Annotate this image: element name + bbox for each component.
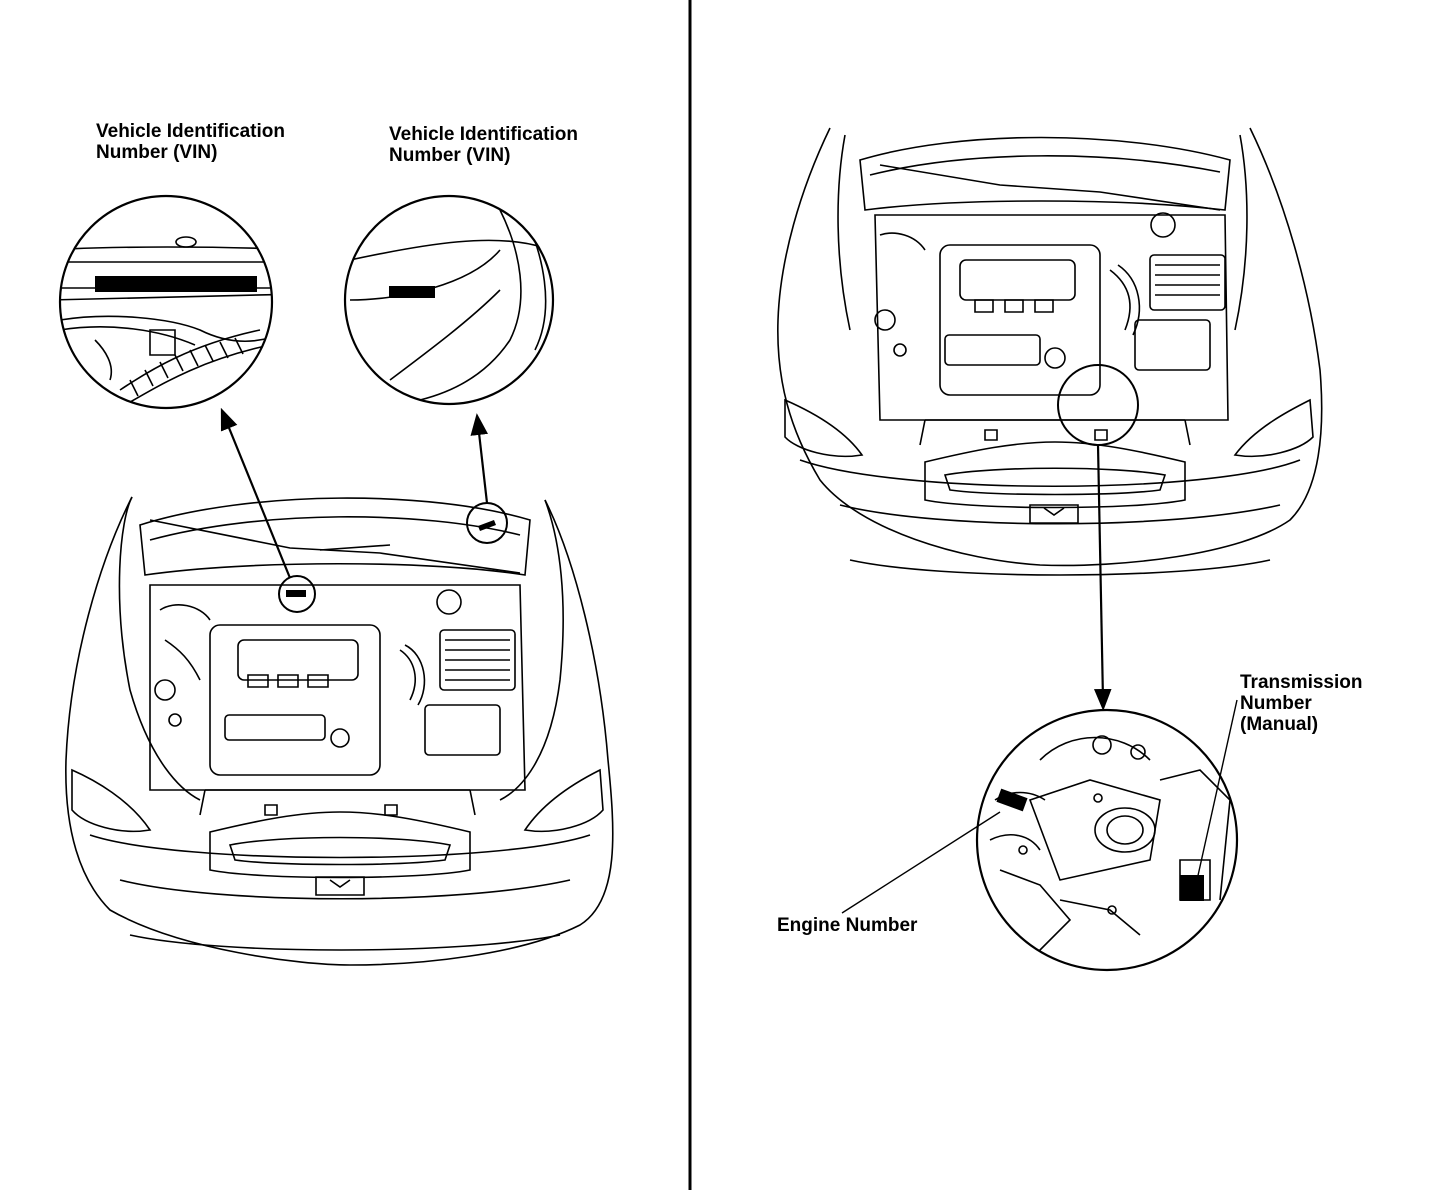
vin-dash-arrow: [220, 407, 292, 579]
left-car-illustration: [65, 496, 614, 966]
vin-dash-label-line1: Vehicle Identification: [96, 121, 285, 142]
vin-dash-label: Vehicle Identification Number (VIN): [96, 121, 285, 163]
vin-plate-detail-circle: [343, 194, 555, 406]
vin-plate-mark: [478, 520, 496, 531]
right-car-illustration: [777, 127, 1323, 576]
vin-plate-label-line1: Vehicle Identification: [389, 124, 578, 145]
transmission-label-line1: Transmission: [1240, 672, 1363, 693]
vin-plate-label: Vehicle Identification Number (VIN): [389, 124, 578, 166]
transmission-label-line2: Number: [1240, 693, 1312, 714]
engine-number-leader: [841, 811, 1001, 914]
vin-dash-detail-circle: [58, 194, 274, 410]
vin-dash-mark: [286, 590, 306, 597]
transmission-number-leader: [1196, 699, 1238, 881]
engine-number-detail-circle: [975, 708, 1239, 972]
vin-plate-arrow: [470, 413, 489, 504]
engine-number-label: Engine Number: [777, 915, 918, 936]
engine-number-callout-ring: [1057, 364, 1139, 446]
transmission-number-label: Transmission Number (Manual): [1240, 672, 1363, 735]
vin-dash-label-line2: Number (VIN): [96, 142, 218, 163]
engine-number-arrow: [1093, 444, 1112, 711]
vin-dash-callout-ring: [278, 575, 316, 613]
vin-plate-label-line2: Number (VIN): [389, 145, 511, 166]
transmission-label-line3: (Manual): [1240, 714, 1319, 735]
